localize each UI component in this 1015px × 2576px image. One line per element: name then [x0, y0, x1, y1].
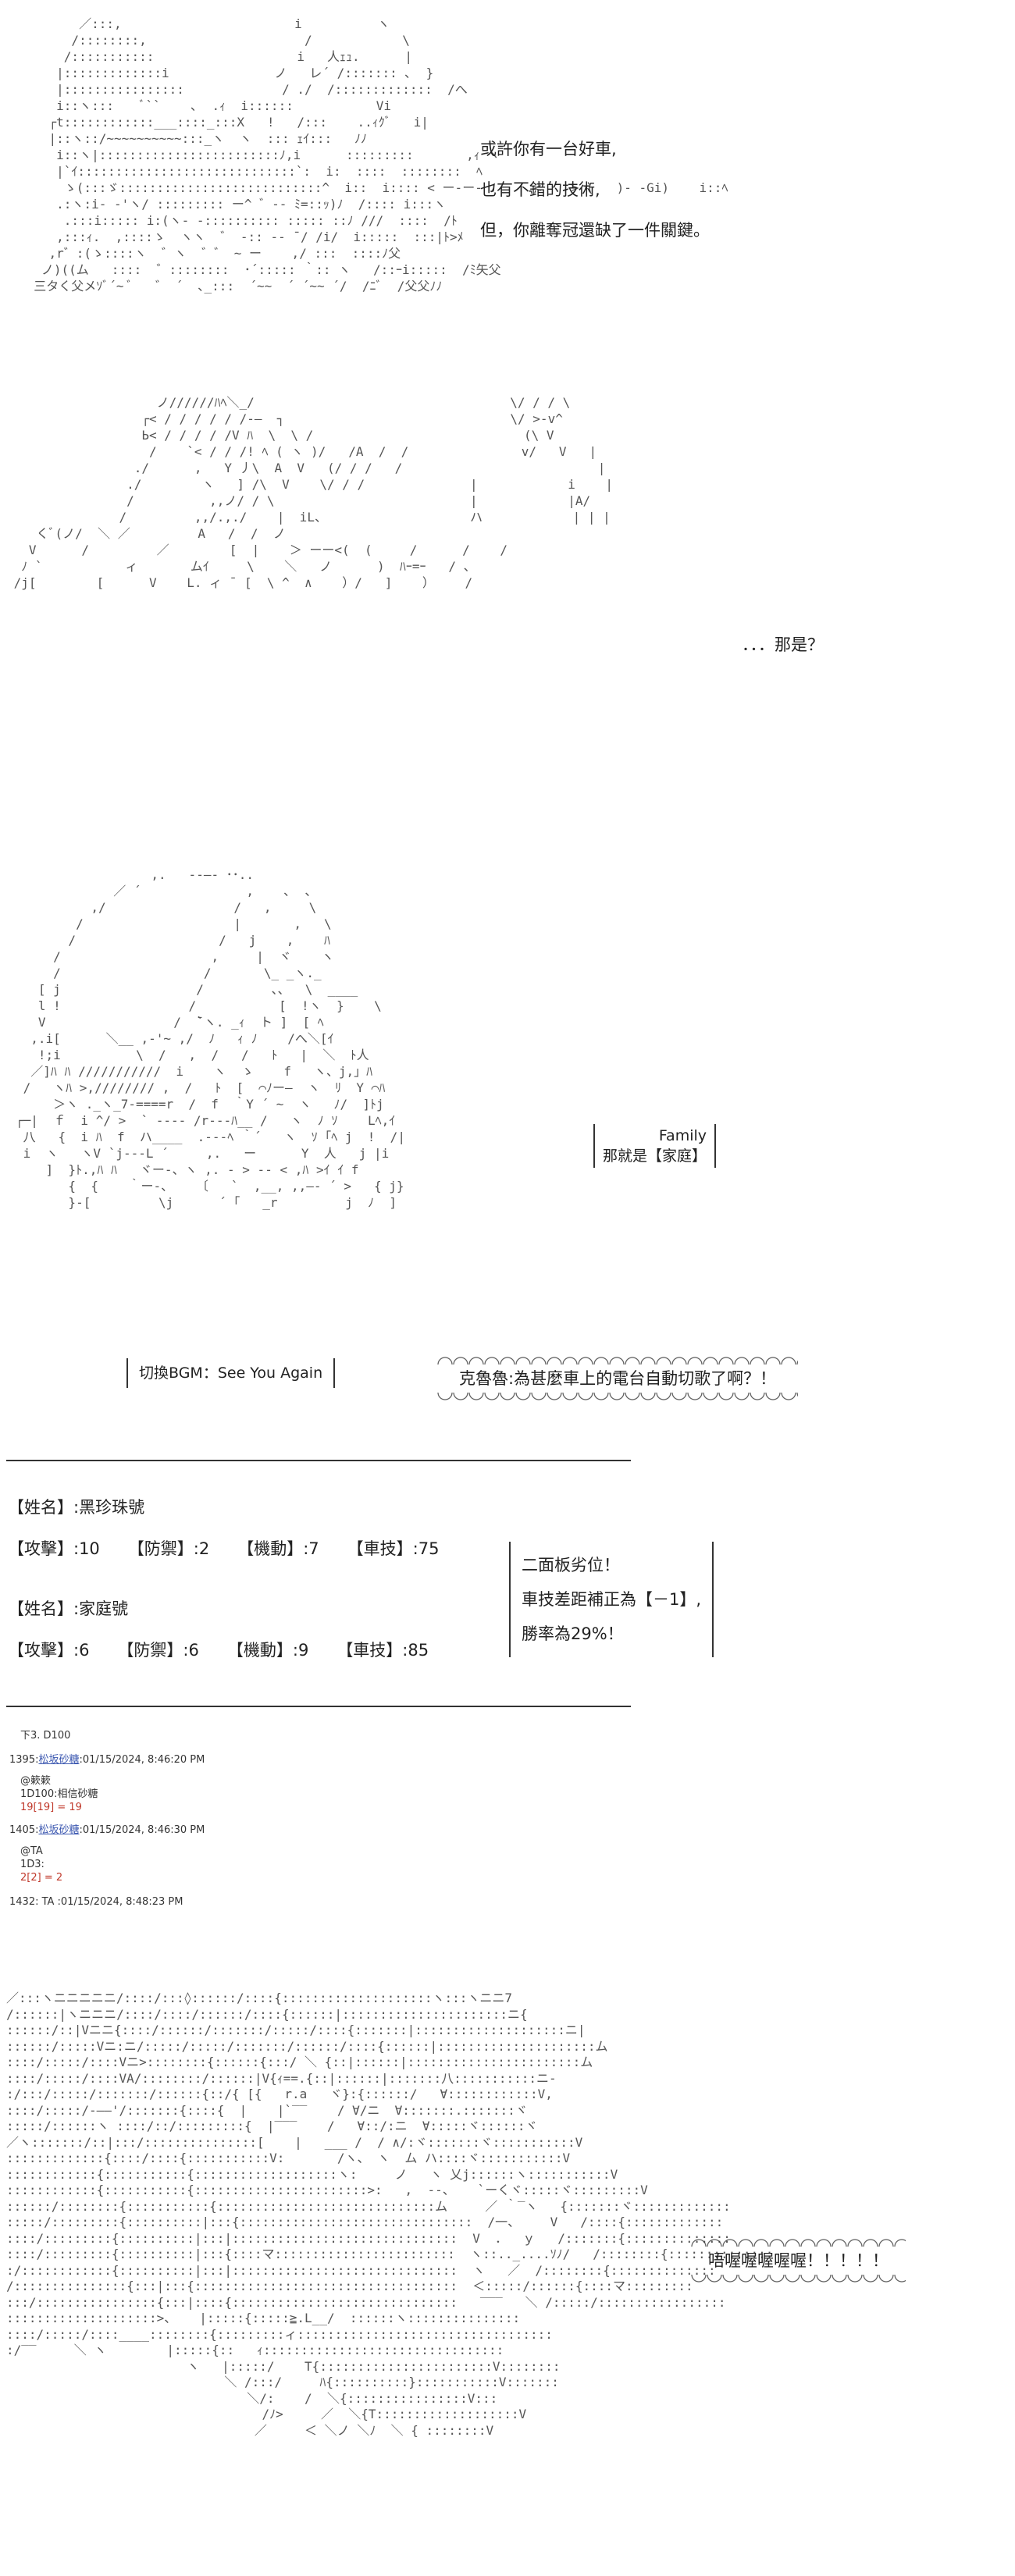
- family-caption-line: 那就是【家庭】: [603, 1147, 707, 1165]
- car2-name: 【姓名】:家庭號: [8, 1599, 129, 1618]
- odds-note-line: 車技差距補正為【－1】,: [522, 1590, 702, 1609]
- car1-tech: 【車技】:75: [347, 1539, 440, 1558]
- log-footer: 1432: TA :01/15/2024, 8:48:23 PM: [9, 1896, 183, 1908]
- car1-stats-row: 【攻擊】:10 【防禦】:2 【機動】:7 【車技】:75: [8, 1536, 467, 1560]
- log-entry-author-link[interactable]: 松坂砂糖: [38, 1824, 80, 1836]
- caption-what-is-that: ．．．那是？: [742, 635, 824, 654]
- log-entry-prefix: 1395:: [9, 1754, 39, 1766]
- ascii-art-driver-1: ／:::, i ヽ /::::::::, / \ /::::::::::: i …: [34, 16, 728, 294]
- narration-line: 但，你離奪冠還缺了一件關鍵。: [480, 221, 710, 240]
- log-entry-author-link[interactable]: 松坂砂糖: [38, 1754, 80, 1766]
- odds-note-line: 二面板劣位！: [522, 1556, 620, 1574]
- speech-bubble-text: 唔喔喔喔喔喔！！！！！: [708, 2251, 889, 2270]
- log-header: 下3. D100: [20, 1730, 71, 1742]
- ascii-art-car-scene: ノ//////ﾊﾍ＼_/ \/ / / \ ┌< / / / / / /-― ┐…: [13, 395, 613, 590]
- car1-def: 【防禦】:2: [127, 1539, 210, 1558]
- bgm-caption-box: 切換BGM：See You Again: [126, 1358, 336, 1388]
- log-entry-line: 1D100:相信砂糖: [20, 1788, 98, 1800]
- car1-name: 【姓名】:黑珍珠號: [8, 1498, 145, 1517]
- log-entry-result: 2[2] = 2: [20, 1872, 63, 1884]
- car2-tech: 【車技】:85: [337, 1641, 429, 1660]
- car2-def: 【防禦】:6: [117, 1641, 199, 1660]
- divider-bottom: [6, 1706, 631, 1707]
- odds-note-bubble: 二面板劣位！ 車技差距補正為【－1】, 勝率為29%！: [509, 1542, 714, 1657]
- family-caption-line: Family: [658, 1127, 707, 1144]
- speech-bubble-shout: 唔喔喔喔喔喔！！！！！: [691, 2248, 906, 2284]
- narration-line: 也有不錯的技術,: [480, 180, 600, 199]
- car2-stats-row: 【攻擊】:6 【防禦】:6 【機動】:9 【車技】:85: [8, 1638, 457, 1661]
- log-entry-1: 1395:松坂砂糖:01/15/2024, 8:46:20 PM: [9, 1753, 205, 1767]
- bgm-caption: 切換BGM：See You Again: [139, 1364, 323, 1382]
- odds-note-line: 勝率為29%！: [522, 1624, 624, 1643]
- log-entry-line: @TA: [20, 1845, 43, 1857]
- car1-atk: 【攻擊】:10: [8, 1539, 100, 1558]
- ascii-art-shout-scene: ／:::ヽニニニニニ/::::/:::◊::::::/::::{::::::::…: [6, 1991, 774, 2438]
- divider-top: [6, 1460, 631, 1461]
- log-entry-body: @簌簌 1D100:相信砂糖 19[19] = 19: [9, 1774, 205, 1814]
- speech-bubble-radio: 克魯魯:為甚麼車上的電台自動切歌了啊？！: [437, 1366, 799, 1402]
- log-entry-2: 1405:松坂砂糖:01/15/2024, 8:46:30 PM: [9, 1823, 205, 1837]
- log-entry-time: :01/15/2024, 8:46:30 PM: [79, 1824, 205, 1836]
- car2-mob: 【機動】:9: [226, 1641, 309, 1660]
- narration-block-1: 或許你有一台好車, 也有不錯的技術, 但，你離奪冠還缺了一件關鍵。: [480, 129, 710, 251]
- family-caption-box: Family 那就是【家庭】: [593, 1124, 717, 1168]
- speech-bubble-text: 克魯魯:為甚麼車上的電台自動切歌了啊？！: [459, 1369, 777, 1388]
- car1-mob: 【機動】:7: [237, 1539, 319, 1558]
- log-entry-line: 1D3:: [20, 1859, 45, 1870]
- log-entry-time: :01/15/2024, 8:46:20 PM: [79, 1754, 205, 1766]
- log-entry-line: @簌簌: [20, 1775, 52, 1787]
- ascii-art-driver-2: ,. --―- ･･.. ／ ´ , ､ ､ ,/ / , \ / | , \ …: [16, 867, 405, 1210]
- car2-atk: 【攻擊】:6: [8, 1641, 90, 1660]
- log-entry-result: 19[19] = 19: [20, 1802, 82, 1813]
- dice-log: 下3. D100 1395:松坂砂糖:01/15/2024, 8:46:20 P…: [9, 1729, 205, 1909]
- log-entry-prefix: 1405:: [9, 1824, 39, 1836]
- log-entry-body: @TA 1D3: 2[2] = 2: [9, 1845, 205, 1884]
- narration-line: 或許你有一台好車,: [480, 140, 617, 158]
